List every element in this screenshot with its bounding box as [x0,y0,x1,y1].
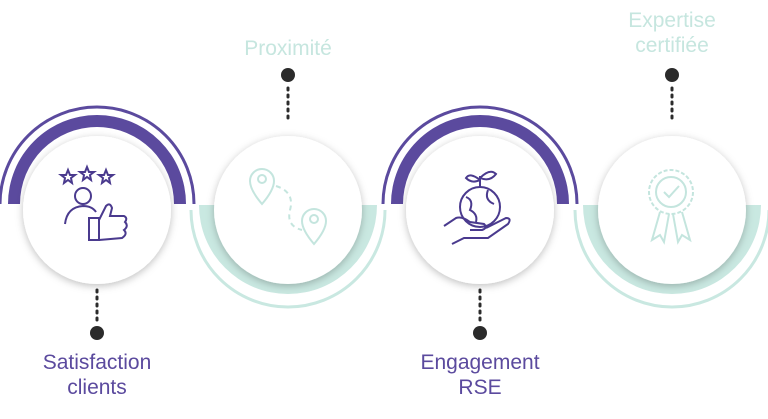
step-satisfaction [0,105,196,284]
label-line-2: RSE [458,376,502,399]
step-proximite [189,136,387,309]
map-route-icon [248,168,328,246]
label-line-1: Expertise [628,9,716,32]
step-expertise [573,136,768,309]
certified-badge-icon [648,169,694,245]
label-line-1: Satisfaction [42,351,152,374]
thumbs-up-rating-icon [58,164,128,241]
label-line-2: certifiée [635,34,709,57]
connectors [90,68,679,340]
label-line-1: Proximité [244,37,332,60]
earth-in-hand-icon [443,170,511,245]
label-proximite: Proximité [188,36,388,61]
label-line-2: clients [67,376,127,399]
label-engagement: Engagement RSE [380,350,580,400]
label-line-1: Engagement [420,351,540,374]
step-engagement [381,105,579,284]
label-satisfaction: Satisfaction clients [0,350,197,400]
label-expertise: Expertise certifiée [572,8,768,58]
